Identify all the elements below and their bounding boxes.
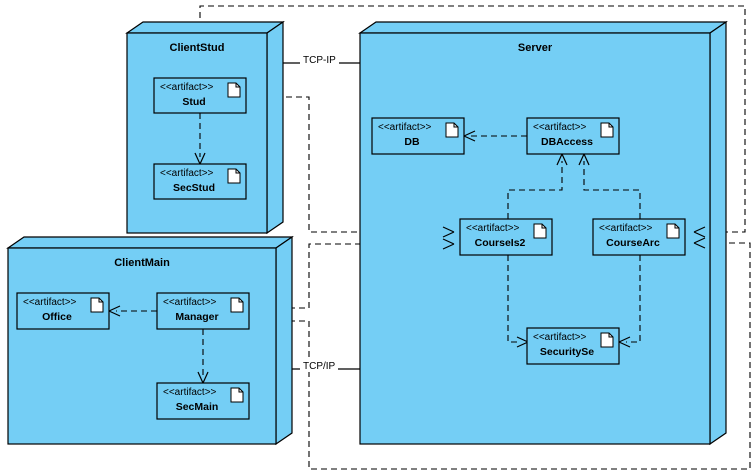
document-icon: [227, 168, 241, 184]
document-icon: [230, 387, 244, 403]
artifact-stereotype-stud: <<artifact>>: [160, 82, 214, 93]
node-label-client-main: ClientMain: [114, 257, 170, 269]
dep-coursearc-dbaccess-line: [578, 153, 641, 219]
document-icon: [445, 122, 459, 138]
artifact-db-shape[interactable]: [371, 117, 465, 155]
dep-coursearc-securityse-line: [618, 255, 641, 348]
artifact-name-course-arc: CourseArc: [606, 237, 660, 249]
artifact-course-is2-shape[interactable]: [459, 218, 553, 256]
artifact-stereotype-course-is2: <<artifact>>: [466, 223, 520, 234]
node-client-stud-shape[interactable]: [125, 20, 285, 235]
artifact-name-course-is2: CourseIs2: [474, 237, 526, 249]
artifact-stereotype-sec-stud: <<artifact>>: [160, 168, 214, 179]
artifact-stereotype-manager: <<artifact>>: [163, 297, 217, 308]
artifact-stud-shape[interactable]: [153, 77, 247, 114]
artifact-sec-main-shape[interactable]: [156, 382, 250, 420]
document-icon: [666, 223, 680, 239]
node-label-client-stud: ClientStud: [169, 42, 225, 54]
comm-path-label-bottom: TCP/IP: [300, 361, 339, 372]
artifact-sec-stud-shape[interactable]: [153, 163, 247, 200]
artifact-name-sec-main: SecMain: [175, 401, 219, 413]
artifact-name-db-access: DBAccess: [541, 136, 593, 148]
dep-manager-secmain-line: [197, 329, 209, 384]
arrowhead-overlay: [442, 226, 706, 250]
artifact-course-arc-shape[interactable]: [592, 218, 686, 256]
comm-path-label-top: TCP-IP: [300, 55, 339, 66]
artifact-stereotype-course-arc: <<artifact>>: [599, 223, 653, 234]
document-icon: [227, 82, 241, 98]
document-icon: [533, 223, 547, 239]
document-icon: [600, 332, 614, 348]
dep-manager-office-line: [108, 305, 157, 317]
dep-stud-secstud-line: [194, 113, 206, 165]
document-icon: [600, 122, 614, 138]
artifact-manager-shape[interactable]: [156, 292, 250, 330]
artifact-name-stud: Stud: [182, 96, 206, 108]
document-icon: [230, 297, 244, 313]
dep-courseis2-dbaccess-line: [507, 153, 568, 219]
document-icon: [90, 297, 104, 313]
dep-dbaccess-db-line: [463, 130, 527, 142]
artifact-name-security-se: SecuritySe: [539, 346, 595, 358]
artifact-name-office: Office: [42, 311, 72, 323]
artifact-security-se-shape[interactable]: [526, 327, 620, 365]
artifact-db-access-shape[interactable]: [526, 117, 620, 155]
artifact-stereotype-db: <<artifact>>: [378, 122, 432, 133]
node-label-server: Server: [517, 42, 553, 54]
dep-courseis2-securityse-line: [507, 255, 529, 348]
artifact-name-sec-stud: SecStud: [172, 182, 215, 194]
artifact-stereotype-office: <<artifact>>: [23, 297, 77, 308]
artifact-stereotype-db-access: <<artifact>>: [533, 122, 587, 133]
artifact-office-shape[interactable]: [16, 292, 110, 330]
artifact-name-manager: Manager: [175, 311, 219, 323]
artifact-stereotype-sec-main: <<artifact>>: [163, 387, 217, 398]
artifact-name-db: DB: [404, 136, 420, 148]
artifact-stereotype-security-se: <<artifact>>: [533, 332, 587, 343]
